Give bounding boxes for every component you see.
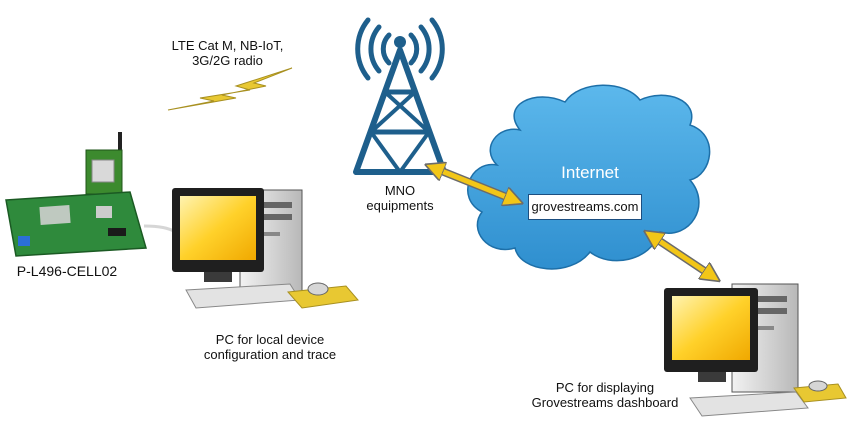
dashboard-pc-label-line-1: PC for displaying — [555, 380, 655, 395]
dashboard-pc-label-line-2: Grovestreams dashboard — [531, 395, 679, 410]
cell-tower-icon — [353, 17, 447, 175]
board-icon — [5, 132, 177, 257]
internet-label: Internet — [561, 163, 619, 182]
mno-label: MNO equipments — [345, 183, 455, 213]
board-label: P-L496-CELL02 — [16, 263, 118, 279]
radio-label-line-2: 3G/2G radio — [192, 53, 263, 68]
desktop-pc-icon — [664, 283, 847, 417]
local-pc-label-line-1: PC for local device — [215, 332, 325, 347]
mno-label-line-1: MNO — [384, 183, 416, 198]
radio-label: LTE Cat M, NB-IoT, 3G/2G radio — [150, 38, 305, 68]
mno-label-line-2: equipments — [366, 198, 434, 213]
dashboard-pc-label: PC for displaying Grovestreams dashboard — [500, 380, 710, 410]
lightning-bolt-icon — [167, 67, 293, 111]
local-pc-label: PC for local device configuration and tr… — [170, 332, 370, 362]
local-pc-label-line-2: configuration and trace — [203, 347, 337, 362]
grovestreams-url-box: grovestreams.com — [528, 194, 642, 220]
desktop-pc-icon — [172, 188, 359, 309]
radio-label-line-1: LTE Cat M, NB-IoT, — [171, 38, 284, 53]
